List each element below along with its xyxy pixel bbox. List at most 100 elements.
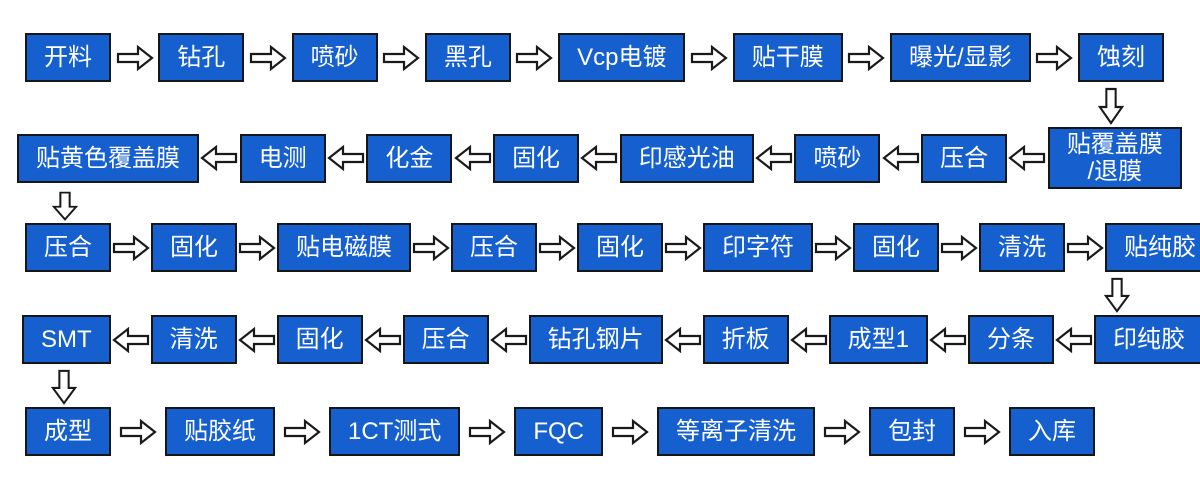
process-step-box: 贴黄色覆盖膜 (17, 133, 199, 183)
process-step-box: 压合 (402, 315, 489, 364)
process-step-box: 钻孔 (158, 33, 245, 82)
flow-arrow-right-icon (249, 44, 287, 71)
flow-arrow-right-icon (469, 418, 507, 445)
process-step-label: 折板 (721, 325, 770, 353)
flow-arrow-down-icon (1103, 277, 1131, 318)
flow-row-3: 压合 固化 贴电磁膜 压合 固化 印字符 固化 清洗 贴纯胶 (0, 223, 1200, 272)
process-step-label: 钻孔钢片 (547, 325, 644, 353)
process-step-box: FQC (514, 407, 604, 456)
process-step-box: 压合 (25, 223, 111, 272)
process-step-label: 固化 (596, 233, 644, 261)
process-step-label: 贴胶纸 (184, 417, 256, 445)
flow-arrow-left-icon (929, 326, 967, 353)
flow-arrow-left-icon (1008, 144, 1046, 172)
flow-arrow-right-icon (1036, 44, 1074, 71)
process-step-box: 固化 (276, 315, 363, 364)
flow-arrow-left-icon (327, 144, 365, 172)
process-step-box: 印纯胶 (1094, 315, 1200, 364)
process-step-box: 开料 (25, 33, 111, 82)
flow-arrow-right-icon (814, 234, 852, 261)
process-step-label: SMT (41, 325, 92, 353)
flow-arrow-right-icon (238, 234, 276, 261)
flow-arrow-right-icon (412, 234, 450, 261)
process-step-box: 等离子清洗 (657, 407, 816, 456)
process-step-label: 固化 (512, 144, 561, 172)
process-step-label: 贴纯胶 (1124, 233, 1196, 261)
flow-arrow-left-icon (580, 144, 618, 172)
process-step-label: 贴干膜 (751, 43, 824, 71)
flow-arrow-down-icon (1097, 87, 1125, 130)
flow-arrow-left-icon (453, 144, 491, 172)
flow-arrow-left-icon (237, 326, 275, 353)
flow-arrow-right-icon (664, 234, 702, 261)
process-step-label: 成型 (44, 417, 92, 445)
flow-arrow-right-icon (383, 44, 420, 71)
process-step-label: 化金 (385, 144, 434, 172)
flow-arrow-right-icon (119, 418, 157, 445)
process-step-label: 黑孔 (443, 43, 492, 71)
process-step-label: 贴黄色覆盖膜 (36, 144, 180, 172)
process-step-label: 清洗 (998, 233, 1046, 261)
process-step-label: 贴电磁膜 (296, 233, 392, 261)
process-step-box: 贴电磁膜 (277, 223, 411, 272)
process-step-label: 成型1 (847, 325, 910, 353)
process-step-box: 化金 (366, 133, 453, 183)
flow-arrow-left-icon (1055, 326, 1093, 353)
process-step-label: FQC (533, 417, 585, 445)
flow-arrow-right-icon (112, 234, 150, 261)
process-step-label: 曝光/显影 (909, 43, 1012, 71)
flow-arrow-left-icon (200, 144, 238, 172)
process-step-label: 固化 (872, 233, 920, 261)
process-step-box: 入库 (1009, 407, 1096, 456)
flow-arrow-right-icon (516, 44, 554, 71)
flow-row-2: 贴黄色覆盖膜 电测 化金 固化 印感光油 喷砂 压合 贴覆盖膜 /退膜 (0, 127, 1200, 190)
flow-arrow-left-icon (789, 326, 827, 353)
process-step-label: 压合 (44, 233, 92, 261)
flow-arrow-right-icon (823, 418, 861, 445)
process-step-label: 开料 (44, 43, 92, 71)
process-step-box: 固化 (493, 133, 580, 183)
process-step-label: 包封 (888, 417, 937, 445)
process-step-label: 1CT测式 (348, 417, 442, 445)
flow-arrow-right-icon (691, 44, 728, 71)
process-step-label: 固化 (170, 233, 218, 261)
flow-arrow-left-icon (882, 144, 919, 172)
process-step-label: 贴覆盖膜 /退膜 (1066, 131, 1163, 186)
process-step-box: 钻孔钢片 (528, 315, 663, 364)
process-step-box: 喷砂 (291, 33, 378, 82)
process-step-box: 清洗 (150, 315, 237, 364)
process-step-label: 压合 (940, 144, 989, 172)
process-step-box: 1CT测式 (329, 407, 461, 456)
flow-arrow-left-icon (489, 326, 527, 353)
process-step-label: 喷砂 (813, 144, 862, 172)
process-step-box: 包封 (869, 407, 956, 456)
flow-arrow-right-icon (538, 234, 576, 261)
process-step-label: 压合 (470, 233, 518, 261)
process-step-label: 钻孔 (177, 43, 226, 71)
flow-arrow-left-icon (755, 144, 793, 172)
process-step-box: 贴覆盖膜 /退膜 (1047, 127, 1182, 190)
process-step-box: 贴干膜 (732, 33, 843, 82)
flow-arrow-right-icon (848, 44, 886, 71)
process-step-box: Vcp电镀 (558, 33, 686, 82)
process-step-label: 等离子清洗 (676, 417, 797, 445)
process-step-box: 分条 (968, 315, 1055, 364)
process-step-box: 固化 (577, 223, 663, 272)
process-step-box: 电测 (239, 133, 326, 183)
process-step-box: 印感光油 (619, 133, 754, 183)
process-step-label: 印感光油 (638, 144, 735, 172)
process-step-box: 曝光/显影 (890, 33, 1031, 82)
process-step-label: 印字符 (722, 233, 794, 261)
process-step-box: 贴纯胶 (1105, 223, 1200, 272)
flow-row-4: SMT 清洗 固化 压合 钻孔钢片 折板 成型1 分条印纯胶 (0, 315, 1200, 364)
process-step-label: 压合 (421, 325, 470, 353)
process-step-box: 清洗 (979, 223, 1065, 272)
process-step-box: 黑孔 (424, 33, 511, 82)
process-step-label: 清洗 (169, 325, 218, 353)
flow-arrow-left-icon (363, 326, 401, 353)
process-step-box: 固化 (151, 223, 237, 272)
process-step-label: 蚀刻 (1097, 43, 1145, 71)
process-step-box: 压合 (451, 223, 537, 272)
flow-arrow-right-icon (940, 234, 978, 261)
